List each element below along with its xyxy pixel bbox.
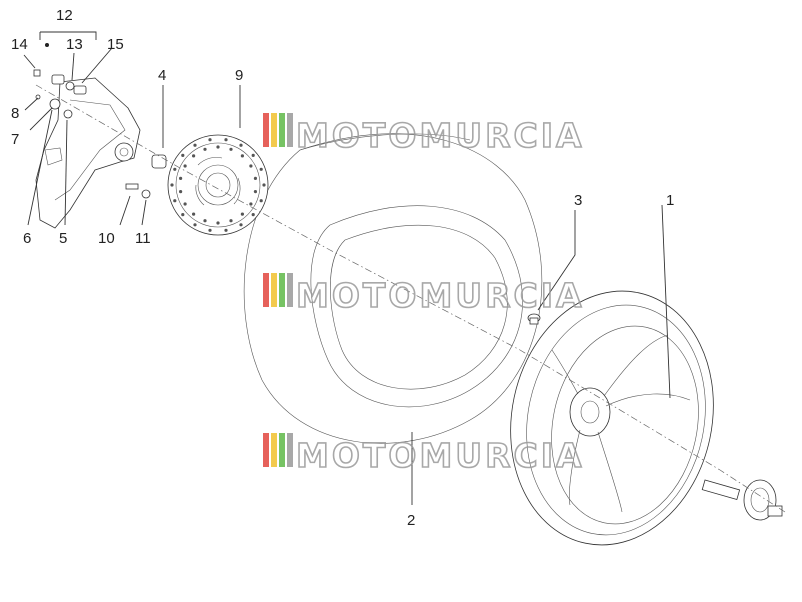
logo-stripe xyxy=(279,113,285,147)
disc-hole xyxy=(203,147,207,151)
callout-9: 9 xyxy=(235,67,243,84)
disc-hole xyxy=(229,147,233,151)
callout-14: 14 xyxy=(11,36,28,53)
disc-hole xyxy=(208,138,212,142)
disc-hole xyxy=(181,213,185,217)
tyre-valve xyxy=(527,313,541,325)
disc-hole xyxy=(173,199,177,203)
watermark-text: MOTOMURCIA xyxy=(296,436,585,475)
disc-hole xyxy=(251,153,255,157)
watermark-1: MOTOMURCIA xyxy=(263,113,585,156)
disc-hole xyxy=(193,143,197,147)
tyre xyxy=(243,133,543,444)
disc-hole xyxy=(229,219,233,223)
disc-hole xyxy=(239,143,243,147)
callout-6: 6 xyxy=(23,230,31,247)
callout-3: 3 xyxy=(574,192,582,209)
logo-stripe xyxy=(263,433,269,467)
disc-hole xyxy=(193,223,197,227)
callout-labels: 1 2 3 4 5 6 7 8 9 10 11 12 13 14 15 xyxy=(11,7,674,529)
logo-stripe xyxy=(279,273,285,307)
brake-disc xyxy=(167,134,269,236)
disc-hole xyxy=(170,183,174,187)
disc-hole xyxy=(253,190,257,194)
callout-5: 5 xyxy=(59,230,67,247)
callout-8: 8 xyxy=(11,105,19,122)
logo-stripe xyxy=(271,273,277,307)
hardware-parts xyxy=(33,69,167,199)
watermark-logo-icon xyxy=(263,433,293,467)
disc-hole xyxy=(249,202,253,206)
disc-hole xyxy=(259,167,263,171)
logo-stripe xyxy=(279,433,285,467)
disc-hole xyxy=(239,223,243,227)
disc-hole xyxy=(179,176,183,180)
callout-13: 13 xyxy=(66,36,83,53)
disc-hole xyxy=(216,145,220,149)
logo-stripe xyxy=(287,113,293,147)
disc-hole xyxy=(179,190,183,194)
leader-lines xyxy=(23,31,671,505)
disc-hole xyxy=(251,213,255,217)
disc-hole xyxy=(203,219,207,223)
disc-hole xyxy=(181,153,185,157)
wheel-axle xyxy=(701,479,783,521)
watermark-text: MOTOMURCIA xyxy=(296,116,585,155)
logo-stripe xyxy=(271,433,277,467)
watermark-3: MOTOMURCIA xyxy=(263,433,585,476)
logo-stripe xyxy=(287,433,293,467)
disc-hole xyxy=(183,164,187,168)
logo-stripe xyxy=(287,273,293,307)
callout-7: 7 xyxy=(11,131,19,148)
disc-hole xyxy=(173,167,177,171)
disc-hole xyxy=(259,199,263,203)
disc-hole xyxy=(208,228,212,232)
callout-10: 10 xyxy=(98,230,115,247)
disc-hole xyxy=(224,138,228,142)
disc-hole xyxy=(183,202,187,206)
disc-hole xyxy=(262,183,266,187)
watermark-text: MOTOMURCIA xyxy=(296,276,585,315)
watermark-2: MOTOMURCIA xyxy=(263,273,585,316)
callout-4: 4 xyxy=(158,67,166,84)
disc-hole xyxy=(192,212,196,216)
disc-hole xyxy=(240,154,244,158)
callout-11: 11 xyxy=(135,230,151,247)
callout-2: 2 xyxy=(407,512,415,529)
disc-hole xyxy=(249,164,253,168)
disc-hole xyxy=(192,154,196,158)
disc-hole xyxy=(216,221,220,225)
axis-line xyxy=(35,84,786,513)
disc-hole xyxy=(253,176,257,180)
wheel-rim xyxy=(510,290,714,546)
callout-12: 12 xyxy=(56,7,73,24)
bullet-dot xyxy=(45,43,49,47)
watermark-logo-icon xyxy=(263,113,293,147)
callout-15: 15 xyxy=(107,36,124,53)
logo-stripe xyxy=(263,113,269,147)
watermark-logo-icon xyxy=(263,273,293,307)
logo-stripe xyxy=(263,273,269,307)
callout-1: 1 xyxy=(666,192,674,209)
disc-hole xyxy=(224,228,228,232)
logo-stripe xyxy=(271,113,277,147)
disc-hole xyxy=(240,212,244,216)
